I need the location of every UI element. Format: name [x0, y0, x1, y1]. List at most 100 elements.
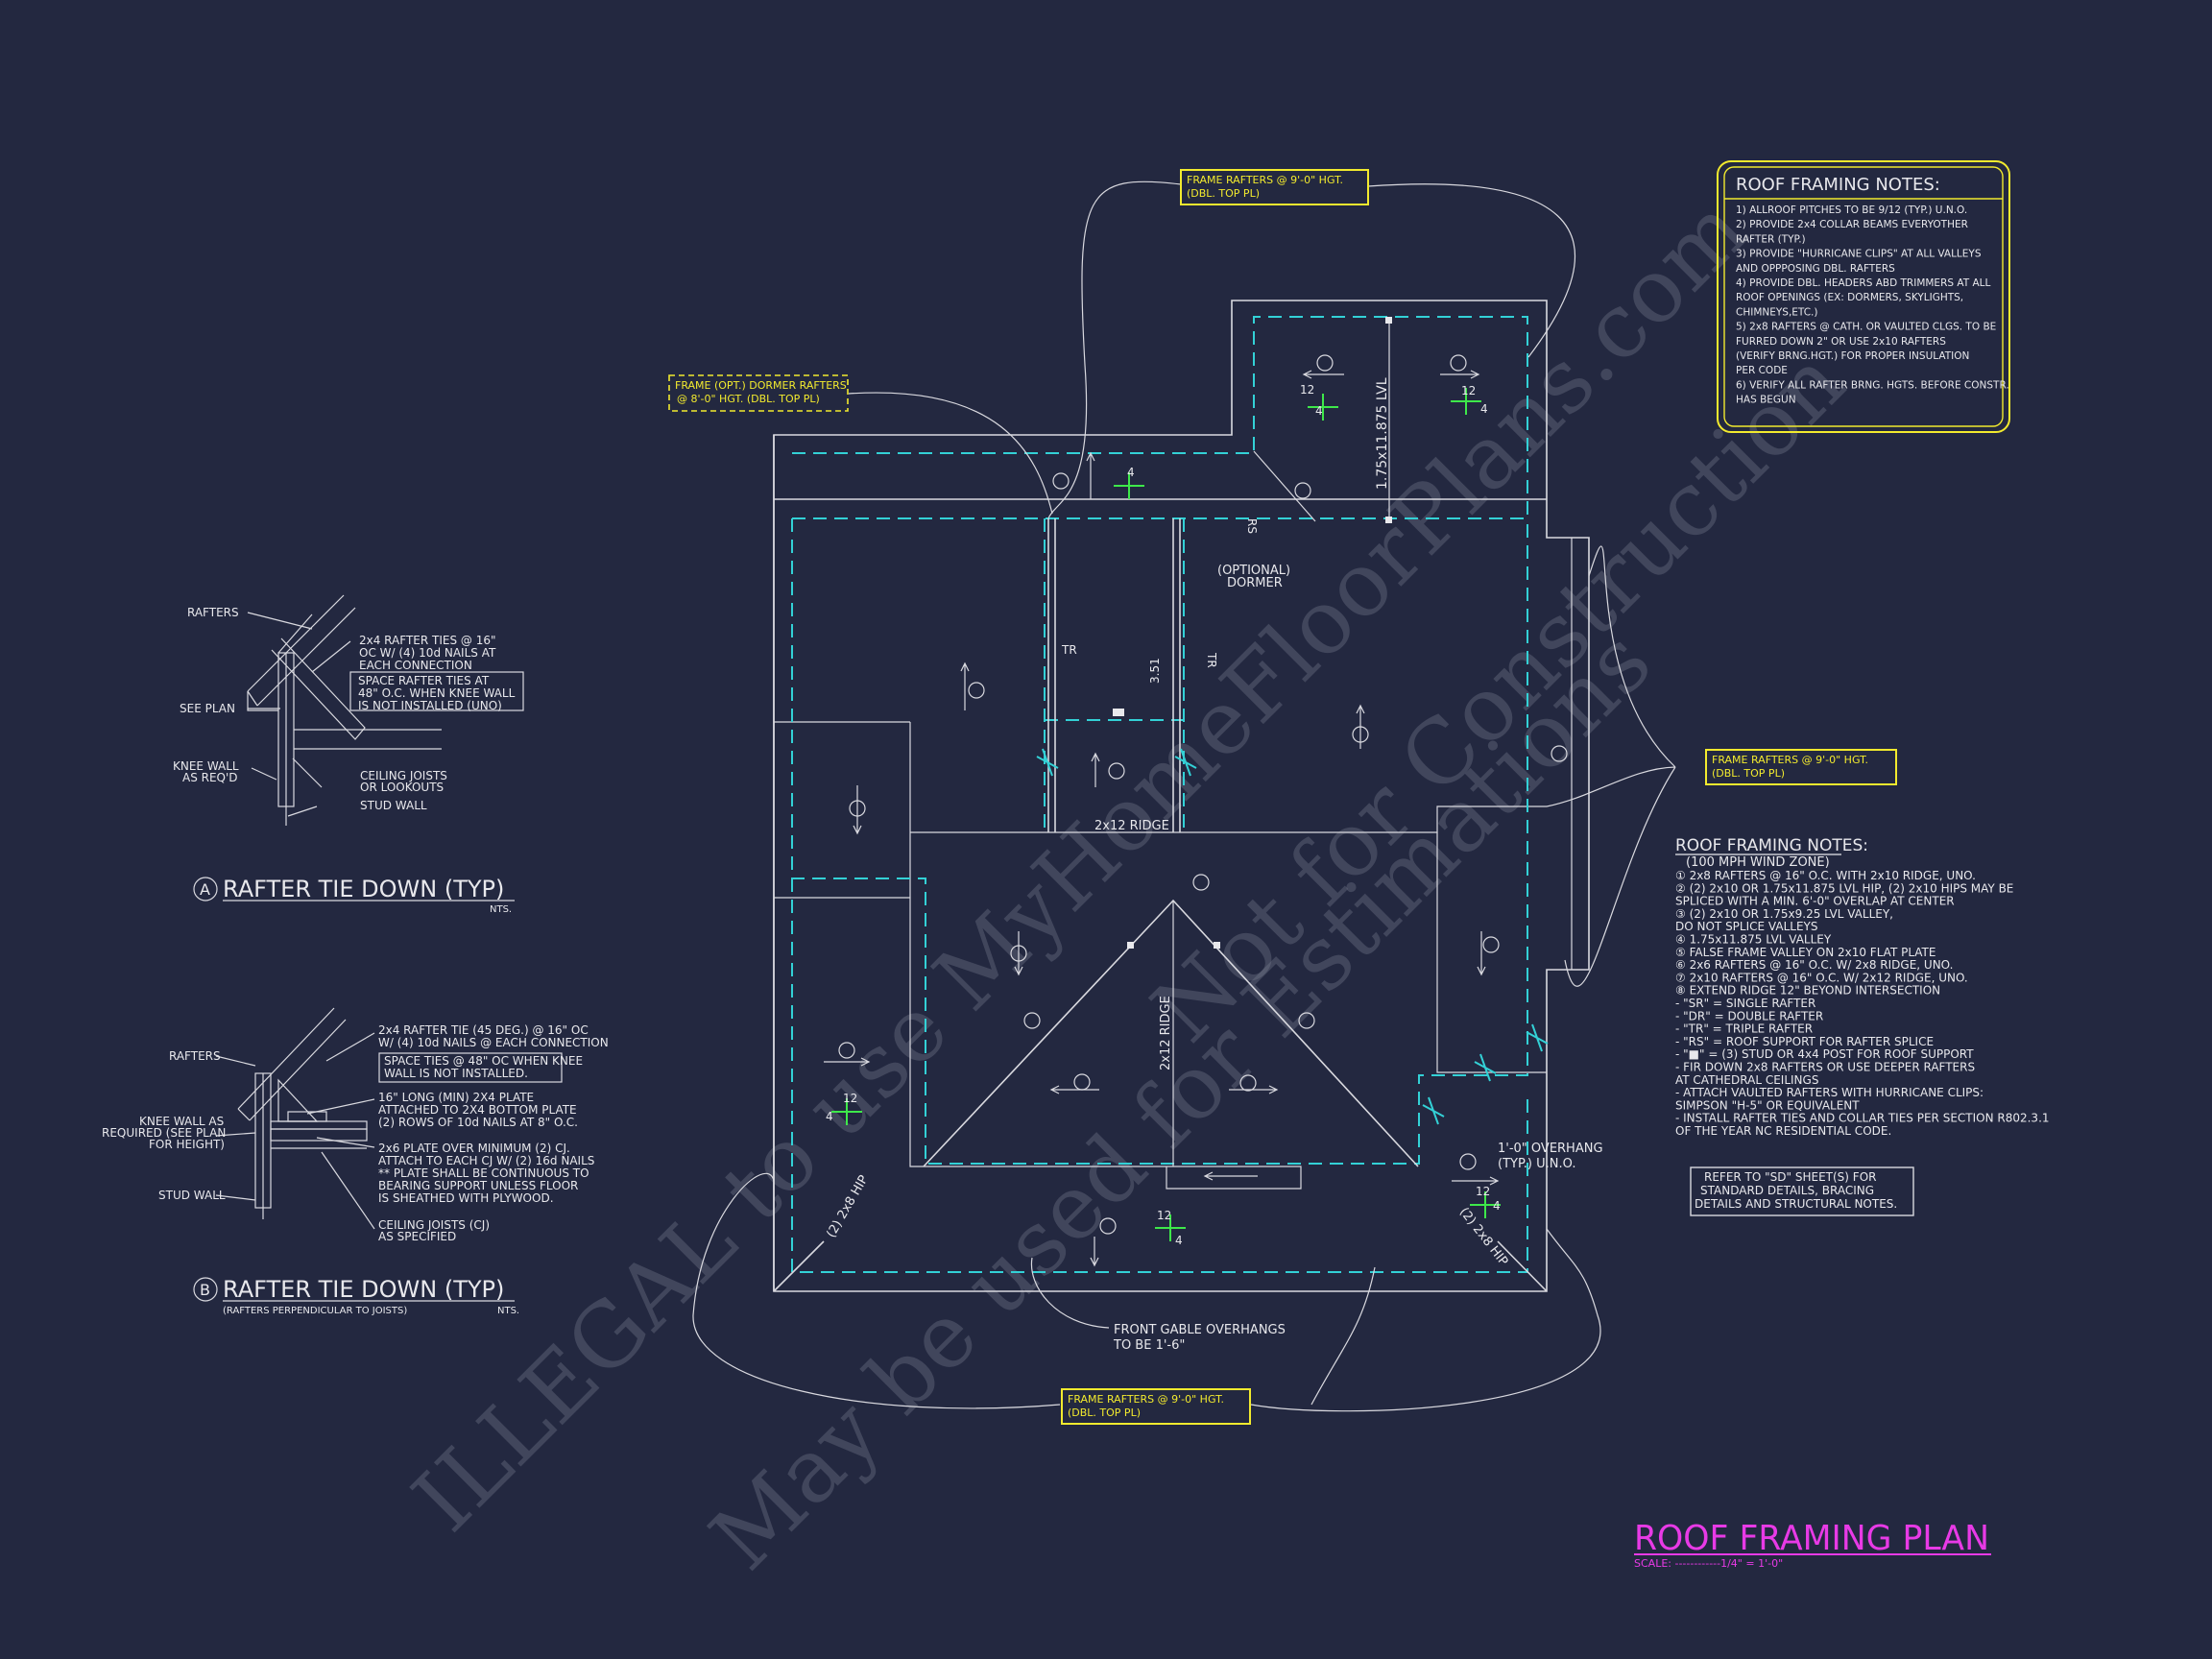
svg-text:DETAILS AND STRUCTURAL NOTES.: DETAILS AND STRUCTURAL NOTES. [1695, 1197, 1897, 1211]
svg-text:EACH CONNECTION: EACH CONNECTION [359, 659, 472, 672]
svg-text:(RAFTERS PERPENDICULAR TO JOIS: (RAFTERS PERPENDICULAR TO JOISTS) [223, 1306, 407, 1316]
svg-text:(DBL. TOP PL): (DBL. TOP PL) [1187, 187, 1260, 200]
svg-text:STUD WALL: STUD WALL [360, 799, 427, 812]
svg-text:4: 4 [1315, 404, 1323, 418]
svg-text:SPACE TIES @ 48" OC WHEN KNEE: SPACE TIES @ 48" OC WHEN KNEE [384, 1054, 583, 1068]
svg-text:16" LONG (MIN) 2X4 PLATE: 16" LONG (MIN) 2X4 PLATE [378, 1091, 534, 1104]
svg-text:(DBL. TOP PL): (DBL. TOP PL) [1068, 1407, 1141, 1419]
note-line: - "TR" = TRIPLE RAFTER [1675, 1022, 1813, 1036]
svg-text:FRAME RAFTERS @ 9'-0" HGT.: FRAME RAFTERS @ 9'-0" HGT. [1712, 754, 1868, 766]
sheet-title: ROOF FRAMING PLAN SCALE: ------------1/4… [1634, 1519, 1991, 1570]
hip-right: (2) 2x8 HIP [1456, 1205, 1510, 1268]
note-line: - ATTACH VAULTED RAFTERS WITH HURRICANE … [1675, 1086, 1984, 1099]
optional-dormer-1: (OPTIONAL) [1217, 564, 1290, 578]
hurricane-clips [1036, 748, 1549, 1125]
svg-text:STUD WALL: STUD WALL [158, 1189, 226, 1202]
watermark-line1: ILLEGAL to use MyHomeFloorPlans.com [394, 179, 1767, 1551]
svg-text:REQUIRED (SEE PLAN: REQUIRED (SEE PLAN [102, 1126, 226, 1140]
svg-text:4: 4 [1127, 466, 1135, 479]
note-line: 1) ALLROOF PITCHES TO BE 9/12 (TYP.) U.N… [1736, 204, 1967, 216]
note-line: CHIMNEYS,ETC.) [1736, 306, 1818, 318]
svg-text:RAFTERS: RAFTERS [187, 606, 239, 619]
note-line: 5) 2x8 RAFTERS @ CATH. OR VAULTED CLGS. … [1736, 322, 1996, 333]
svg-text:FRAME RAFTERS @ 9'-0" HGT.: FRAME RAFTERS @ 9'-0" HGT. [1068, 1393, 1224, 1406]
svg-text:SPACE RAFTER TIES AT: SPACE RAFTER TIES AT [358, 674, 490, 687]
detail-b-title: RAFTER TIE DOWN (TYP) [223, 1276, 504, 1303]
svg-text:12: 12 [843, 1092, 857, 1105]
rafter-arrows [824, 370, 1500, 1267]
svg-text:12: 12 [1476, 1185, 1490, 1198]
svg-text:KNEE WALL AS: KNEE WALL AS [139, 1115, 224, 1128]
svg-text:IS SHEATHED WITH PLYWOOD.: IS SHEATHED WITH PLYWOOD. [378, 1191, 554, 1205]
roof-plan: 1.75x11.875 LVL (OPTIONAL) DORMER 2x12 R… [692, 180, 1676, 1412]
svg-text:ATTACH TO EACH CJ W/ (2) 16d N: ATTACH TO EACH CJ W/ (2) 16d NAILS [378, 1154, 594, 1167]
svg-text:2x6 PLATE OVER MINIMUM (2) CJ.: 2x6 PLATE OVER MINIMUM (2) CJ. [378, 1142, 570, 1155]
notes-lines: 1) ALLROOF PITCHES TO BE 9/12 (TYP.) U.N… [1736, 204, 2009, 406]
svg-text:4: 4 [1493, 1199, 1501, 1213]
lvl-label: 1.75x11.875 LVL [1375, 377, 1390, 490]
svg-text:(2) ROWS OF 10d NAILS AT 8" O.: (2) ROWS OF 10d NAILS AT 8" O.C. [378, 1116, 578, 1129]
tr-label-2: TR [1205, 652, 1218, 668]
rs-label: RS [1245, 518, 1259, 534]
note-line: ① 2x8 RAFTERS @ 16" O.C. WITH 2x10 RIDGE… [1675, 869, 1976, 882]
front-gable-1: FRONT GABLE OVERHANGS [1114, 1323, 1286, 1337]
notes-heading: ROOF FRAMING NOTES: [1736, 175, 1940, 195]
ridge-2x12-h: 2x12 RIDGE [1094, 819, 1169, 833]
callout-top: FRAME RAFTERS @ 9'-0" HGT. (DBL. TOP PL) [1180, 169, 1369, 205]
svg-text:OC W/ (4) 10d NAILS AT: OC W/ (4) 10d NAILS AT [359, 646, 496, 660]
legend-sub: (100 MPH WIND ZONE) [1686, 855, 1830, 870]
svg-text:48" O.C. WHEN KNEE WALL: 48" O.C. WHEN KNEE WALL [358, 686, 516, 700]
svg-text:(DBL. TOP PL): (DBL. TOP PL) [1712, 767, 1785, 780]
note-line: - FIR DOWN 2x8 RAFTERS OR USE DEEPER RAF… [1675, 1061, 1975, 1074]
detail-a: RAFTERS 2x4 RAFTER TIES @ 16" OC W/ (4) … [173, 594, 524, 915]
note-line: HAS BEGUN [1736, 395, 1796, 406]
detail-b-letter: B [200, 1281, 210, 1299]
note-line: DO NOT SPLICE VALLEYS [1675, 920, 1817, 933]
note-line: SIMPSON "H-5" OR EQUIVALENT [1675, 1098, 1860, 1112]
roof-outline [773, 300, 1590, 1292]
svg-text:OR LOOKOUTS: OR LOOKOUTS [360, 781, 444, 794]
ridge-2x12-v: 2x12 RIDGE [1159, 996, 1173, 1070]
pitch-symbols [831, 388, 1501, 1241]
detail-b: RAFTERS 2x4 RAFTER TIE (45 DEG.) @ 16" O… [102, 1007, 609, 1316]
note-line: ④ 1.75x11.875 LVL VALLEY [1675, 933, 1832, 947]
legend-lines: ① 2x8 RAFTERS @ 16" O.C. WITH 2x10 RIDGE… [1675, 869, 2050, 1138]
svg-text:@ 8'-0" HGT. (DBL. TOP PL): @ 8'-0" HGT. (DBL. TOP PL) [677, 393, 820, 405]
svg-text:IS NOT INSTALLED (UNO): IS NOT INSTALLED (UNO) [358, 699, 502, 712]
svg-text:4: 4 [826, 1110, 833, 1123]
svg-text:CEILING JOISTS: CEILING JOISTS [360, 769, 447, 782]
overhang-2: (TYP.) U.N.O. [1498, 1157, 1575, 1171]
note-line: AND OPPPOSING DBL. RAFTERS [1736, 263, 1895, 275]
note-line: - "■" = (3) STUD OR 4x4 POST FOR ROOF SU… [1675, 1047, 1974, 1061]
note-line: - "RS" = ROOF SUPPORT FOR RAFTER SPLICE [1675, 1035, 1934, 1048]
svg-text:2x4 RAFTER TIE (45 DEG.) @ 16": 2x4 RAFTER TIE (45 DEG.) @ 16" OC [378, 1023, 589, 1037]
callout-right: FRAME RAFTERS @ 9'-0" HGT. (DBL. TOP PL) [1705, 749, 1897, 785]
note-line: - "DR" = DOUBLE RAFTER [1675, 1009, 1823, 1022]
note-line: - "SR" = SINGLE RAFTER [1675, 997, 1815, 1010]
svg-text:REFER TO "SD" SHEET(S) FOR: REFER TO "SD" SHEET(S) FOR [1704, 1170, 1876, 1184]
svg-text:FRAME RAFTERS @ 9'-0" HGT.: FRAME RAFTERS @ 9'-0" HGT. [1187, 174, 1343, 186]
svg-text:NTS.: NTS. [490, 904, 512, 915]
svg-text:RAFTERS: RAFTERS [169, 1049, 221, 1063]
svg-text:FOR HEIGHT): FOR HEIGHT) [149, 1138, 225, 1151]
detail-a-letter: A [200, 880, 210, 899]
watermark: ILLEGAL to use MyHomeFloorPlans.com May … [394, 179, 1863, 1590]
note-line: SPLICED WITH A MIN. 6'-0" OVERLAP AT CEN… [1675, 895, 1955, 908]
plan-title: ROOF FRAMING PLAN [1634, 1519, 1989, 1558]
note-line: ⑦ 2x10 RAFTERS @ 16" O.C. W/ 2x12 RIDGE,… [1675, 971, 1968, 984]
refer-box: REFER TO "SD" SHEET(S) FOR STANDARD DETA… [1690, 1166, 1914, 1216]
legend-heading: ROOF FRAMING NOTES: [1675, 836, 1868, 855]
optional-dormer-2: DORMER [1227, 576, 1283, 590]
roof-notes-box: ROOF FRAMING NOTES: 1) ALLROOF PITCHES T… [1717, 160, 2010, 433]
svg-text:NTS.: NTS. [497, 1306, 519, 1316]
note-line: 3) PROVIDE "HURRICANE CLIPS" AT ALL VALL… [1736, 249, 1982, 260]
note-line: 2) PROVIDE 2x4 COLLAR BEAMS EVERYOTHER [1736, 219, 1968, 230]
svg-text:STANDARD DETAILS, BRACING: STANDARD DETAILS, BRACING [1700, 1184, 1874, 1197]
note-line: 6) VERIFY ALL RAFTER BRNG. HGTS. BEFORE … [1736, 379, 2009, 391]
svg-text:2x4 RAFTER TIES @ 16": 2x4 RAFTER TIES @ 16" [359, 634, 496, 647]
svg-text:WALL IS NOT INSTALLED.: WALL IS NOT INSTALLED. [384, 1067, 528, 1080]
note-line: ROOF OPENINGS (EX: DORMERS, SKYLIGHTS, [1736, 292, 1963, 303]
svg-text:BEARING SUPPORT UNLESS FLOOR: BEARING SUPPORT UNLESS FLOOR [378, 1179, 578, 1192]
dim-351: 3.51 [1148, 658, 1162, 684]
note-line: ② (2) 2x10 OR 1.75x11.875 LVL HIP, (2) 2… [1675, 881, 2013, 895]
